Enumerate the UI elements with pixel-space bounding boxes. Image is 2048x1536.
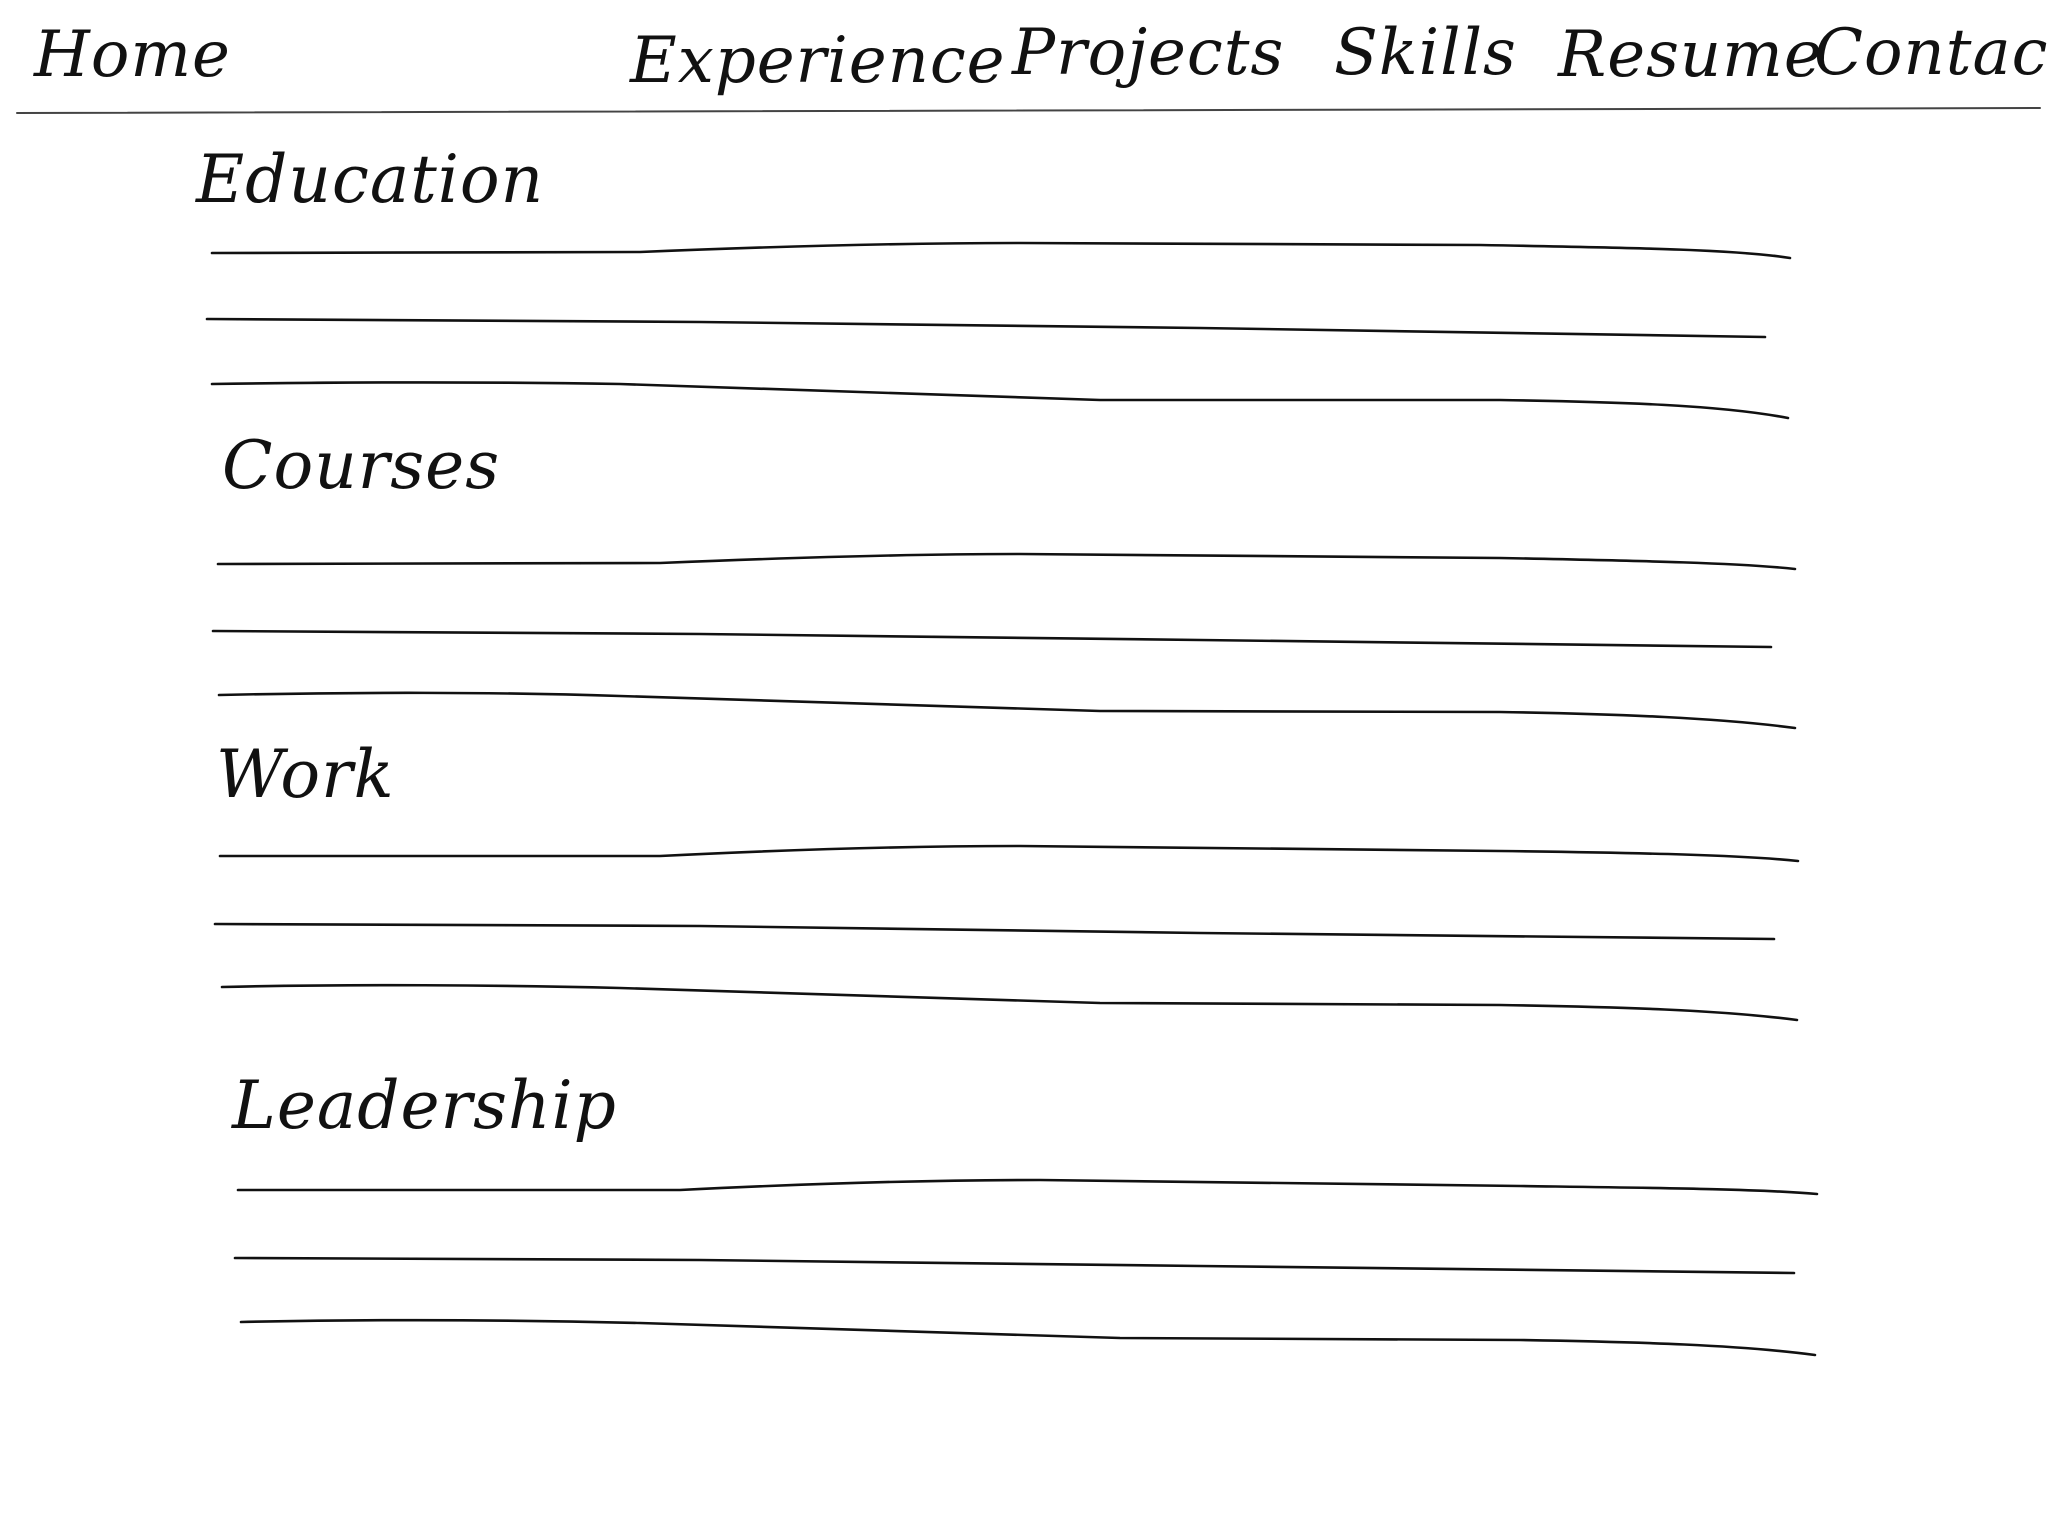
top-nav: Home Experience Projects Skills Resume C…: [33, 16, 2048, 98]
content-line: [217, 691, 1797, 730]
content-line: [216, 552, 1797, 571]
section-leadership: Leadership: [231, 1067, 1819, 1357]
section-education: Education: [195, 141, 1792, 420]
nav-experience-label: Experience: [629, 24, 1006, 98]
content-line: [239, 1318, 1817, 1357]
section-title-education: Education: [195, 141, 544, 218]
content-line: [211, 629, 1773, 649]
nav-projects-link[interactable]: Projects: [1011, 16, 1284, 90]
content-line: [213, 922, 1776, 941]
nav-skills-link[interactable]: Skills: [1334, 16, 1517, 90]
content-line: [210, 381, 1790, 420]
content-line: [233, 1256, 1796, 1275]
section-title-work: Work: [216, 736, 395, 813]
section-work: Work: [213, 736, 1800, 1022]
nav-divider: [16, 107, 2041, 114]
nav-skills-label: Skills: [1334, 16, 1517, 90]
nav-projects-label: Projects: [1011, 16, 1284, 90]
nav-resume-link[interactable]: Resume: [1557, 18, 1823, 92]
content-line: [220, 983, 1799, 1022]
nav-home-link[interactable]: Home: [33, 18, 231, 92]
nav-contact-link[interactable]: Contact: [1814, 16, 2048, 90]
content-line: [218, 844, 1800, 863]
nav-home-label: Home: [33, 18, 231, 92]
content-line: [205, 317, 1767, 339]
content-line: [210, 241, 1792, 260]
section-title-courses: Courses: [222, 427, 500, 504]
nav-experience-link[interactable]: Experience: [629, 24, 1006, 98]
content-line: [236, 1178, 1819, 1196]
nav-resume-label: Resume: [1557, 18, 1823, 92]
nav-contact-label: Contact: [1814, 16, 2048, 90]
section-courses: Courses: [211, 427, 1797, 730]
section-title-leadership: Leadership: [231, 1067, 617, 1144]
